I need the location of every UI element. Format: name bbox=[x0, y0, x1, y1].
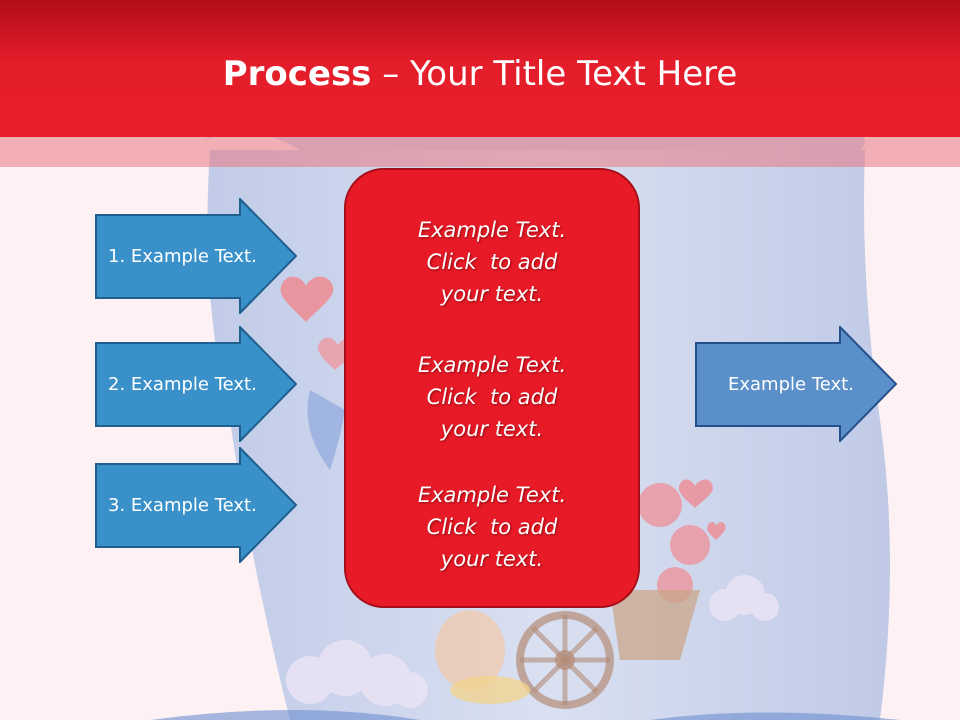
center-text-block-1[interactable]: Example Text. Click to add your text. bbox=[346, 214, 638, 310]
title-rest-part: – Your Title Text Here bbox=[371, 54, 738, 94]
center-text-block-3[interactable]: Example Text. Click to add your text. bbox=[346, 479, 638, 575]
center-text-line: Example Text. bbox=[417, 218, 567, 242]
center-text-line: Example Text. bbox=[417, 483, 567, 507]
center-content-box[interactable]: Example Text. Click to add your text. Ex… bbox=[344, 168, 640, 608]
arrow-shape bbox=[95, 326, 298, 442]
slide-title[interactable]: Process – Your Title Text Here bbox=[0, 52, 960, 96]
cloud-icon bbox=[709, 575, 779, 621]
center-text-line: Example Text. bbox=[417, 353, 567, 377]
title-banner bbox=[0, 0, 960, 137]
left-arrow-label: 1. Example Text. bbox=[108, 245, 257, 267]
center-text-line: Click to add bbox=[426, 250, 558, 274]
left-arrow-label: 3. Example Text. bbox=[108, 494, 257, 516]
center-text-line: Click to add bbox=[426, 385, 558, 409]
heart-icon bbox=[678, 479, 713, 508]
left-arrow-2[interactable]: 2. Example Text. bbox=[95, 326, 300, 442]
arrow-shape bbox=[95, 447, 298, 563]
title-underline-strip bbox=[0, 137, 960, 167]
center-text-block-2[interactable]: Example Text. Click to add your text. bbox=[346, 349, 638, 445]
heart-icon bbox=[707, 522, 726, 540]
center-text-line: Click to add bbox=[426, 515, 558, 539]
cloud-icon bbox=[286, 640, 428, 708]
left-arrow-label: 2. Example Text. bbox=[108, 373, 257, 395]
center-text-line: your text. bbox=[440, 417, 544, 441]
left-arrow-1[interactable]: 1. Example Text. bbox=[95, 198, 300, 314]
arrow-shape bbox=[695, 326, 898, 442]
arrow-shape bbox=[95, 198, 298, 314]
title-bold-part: Process bbox=[222, 54, 372, 94]
right-arrow[interactable]: Example Text. bbox=[695, 326, 900, 442]
center-text-line: your text. bbox=[440, 547, 544, 571]
right-arrow-label: Example Text. bbox=[728, 373, 854, 395]
center-text-line: your text. bbox=[440, 282, 544, 306]
left-arrow-3[interactable]: 3. Example Text. bbox=[95, 447, 300, 563]
heart-icon bbox=[280, 276, 334, 322]
